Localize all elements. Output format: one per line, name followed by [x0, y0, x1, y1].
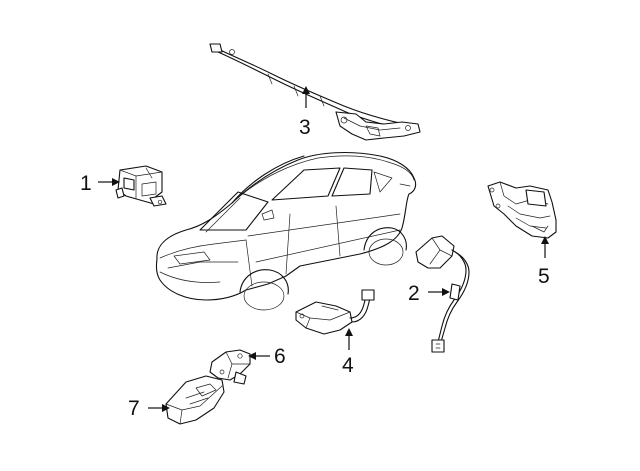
vehicle-outline — [155, 151, 417, 311]
callout-4: 4 — [342, 354, 354, 377]
callout-2: 2 — [408, 282, 420, 305]
part-1-module — [115, 165, 167, 207]
part-4-module — [295, 289, 375, 335]
part-6-bracket — [209, 349, 251, 385]
part-2-sensor — [415, 235, 470, 353]
callout-5: 5 — [538, 265, 550, 288]
part-3-harness — [209, 43, 421, 141]
callout-6: 6 — [274, 345, 286, 368]
callout-3: 3 — [299, 116, 311, 139]
part-7-module — [165, 375, 225, 425]
callout-7: 7 — [128, 397, 140, 420]
part-5-module — [487, 181, 557, 239]
callout-arrows — [98, 86, 549, 412]
callout-1: 1 — [80, 172, 92, 195]
